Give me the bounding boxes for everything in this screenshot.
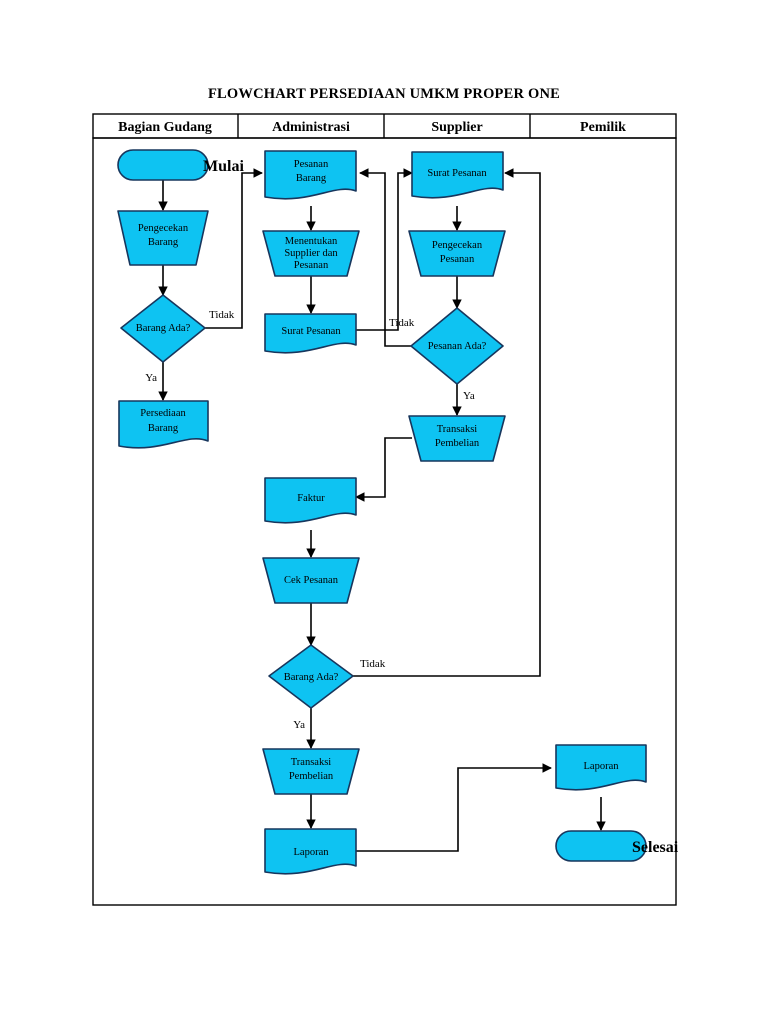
node-label-laporan-pemilik: Laporan [584, 761, 620, 772]
node-transaksi-pembelian-admin[interactable]: Transaksi Pembelian [262, 748, 360, 795]
node-label-laporan-admin: Laporan [294, 847, 330, 858]
node-pesanan-ada[interactable]: Pesanan Ada? [410, 307, 504, 385]
node-label-surat-pesanan-admin: Surat Pesanan [281, 326, 341, 337]
node-transaksi-pembelian-supplier[interactable]: Transaksi Pembelian [408, 415, 506, 462]
edge-label-pesanan-ada-ya: Ya [463, 390, 475, 402]
node-barang-ada-1[interactable]: Barang Ada? [120, 294, 206, 363]
lane-header-bagian-gudang: Bagian Gudang [118, 120, 212, 135]
node-barang-ada-2[interactable]: Barang Ada? [268, 644, 354, 709]
node-label-pengecekan-pesanan-line2: Pesanan [440, 254, 475, 265]
node-surat-pesanan-supplier[interactable]: Surat Pesanan [411, 151, 504, 199]
node-label-faktur: Faktur [297, 493, 325, 504]
node-menentukan-supplier[interactable]: Menentukan Supplier dan Pesanan [262, 230, 360, 277]
node-label-pengecekan-pesanan-line1: Pengecekan [432, 240, 483, 251]
node-surat-pesanan-admin[interactable]: Surat Pesanan [264, 313, 357, 354]
node-label-barang-ada-1: Barang Ada? [136, 323, 191, 334]
node-label-pengecekan-barang-line2: Barang [148, 237, 179, 248]
document-shape-laporan-admin[interactable] [264, 828, 357, 875]
node-cek-pesanan[interactable]: Cek Pesanan [262, 557, 360, 604]
edge-label-barang-ada-2-ya: Ya [293, 719, 305, 731]
decision-shape-barang-ada-1[interactable] [120, 294, 206, 363]
edge-label-pesanan-ada-tidak: Tidak [389, 317, 415, 329]
node-label-barang-ada-2: Barang Ada? [284, 672, 339, 683]
lane-header-supplier: Supplier [431, 120, 482, 135]
trapezoid-shape-pengecekan-barang[interactable] [117, 210, 209, 266]
decision-shape-barang-ada-2[interactable] [268, 644, 354, 709]
node-label-surat-pesanan-supplier: Surat Pesanan [427, 168, 487, 179]
node-persediaan-barang[interactable]: Persediaan Barang [118, 400, 209, 449]
lane-header-pemilik: Pemilik [580, 120, 626, 135]
node-faktur[interactable]: Faktur [264, 477, 357, 524]
edge-labels: Tidak Ya Tidak Ya Tidak Ya [145, 309, 475, 731]
node-label-pesanan-ada: Pesanan Ada? [428, 341, 487, 352]
document-shape-surat-pesanan-admin[interactable] [264, 313, 357, 354]
node-label-transaksi-admin-line1: Transaksi [291, 757, 332, 768]
node-label-persediaan-barang-line2: Barang [148, 423, 179, 434]
connector-laporan-admin-to-laporan-pemilik [356, 763, 552, 852]
connector-barang-ada-2-tidak-to-surat-pesanan-supplier [353, 168, 541, 677]
node-mulai[interactable]: Mulai [117, 149, 244, 181]
edge-label-barang-ada-2-tidak: Tidak [360, 658, 386, 670]
terminator-shape-mulai[interactable] [117, 149, 209, 181]
document-shape-surat-pesanan-supplier[interactable] [411, 151, 504, 199]
decision-shape-pesanan-ada[interactable] [410, 307, 504, 385]
node-label-pengecekan-barang-line1: Pengecekan [138, 223, 189, 234]
node-label-menentukan-line1: Menentukan [285, 236, 338, 247]
node-label-transaksi-admin-line2: Pembelian [289, 771, 334, 782]
connector-barang-ada-1-tidak-to-pesanan-barang [205, 168, 263, 329]
document-shape-pesanan-barang[interactable] [264, 150, 357, 200]
connector-transaksi-supplier-to-faktur [355, 437, 412, 502]
node-label-transaksi-supplier-line1: Transaksi [437, 424, 478, 435]
document-shape-faktur[interactable] [264, 477, 357, 524]
trapezoid-shape-pengecekan-pesanan[interactable] [408, 230, 506, 277]
node-label-mulai: Mulai [203, 158, 244, 175]
connectors [158, 168, 606, 852]
node-laporan-admin[interactable]: Laporan [264, 828, 357, 875]
node-label-pesanan-barang-line2: Barang [296, 173, 327, 184]
document-shape-laporan-pemilik[interactable] [555, 744, 647, 791]
trapezoid-shape-cek-pesanan[interactable] [262, 557, 360, 604]
node-label-pesanan-barang-line1: Pesanan [294, 159, 329, 170]
node-laporan-pemilik[interactable]: Laporan [555, 744, 647, 791]
node-label-menentukan-line2: Supplier dan [284, 248, 338, 259]
lane-header-administrasi: Administrasi [272, 120, 350, 135]
document-shape-persediaan-barang[interactable] [118, 400, 209, 449]
node-label-menentukan-line3: Pesanan [294, 260, 329, 271]
trapezoid-shape-menentukan-supplier[interactable] [262, 230, 360, 277]
edge-label-barang-ada-1-ya: Ya [145, 372, 157, 384]
lane-headers: Bagian Gudang Administrasi Supplier Pemi… [118, 120, 626, 135]
edge-label-barang-ada-1-tidak: Tidak [209, 309, 235, 321]
node-pesanan-barang[interactable]: Pesanan Barang [264, 150, 357, 200]
connector-surat-pesanan-admin-to-supplier [353, 168, 413, 331]
node-label-cek-pesanan: Cek Pesanan [284, 575, 339, 586]
node-pengecekan-barang[interactable]: Pengecekan Barang [117, 210, 209, 266]
swimlane-frame [92, 113, 677, 906]
node-label-transaksi-supplier-line2: Pembelian [435, 438, 480, 449]
terminator-shape-selesai[interactable] [555, 830, 647, 862]
trapezoid-shape-transaksi-pembelian-admin[interactable] [262, 748, 360, 795]
node-pengecekan-pesanan[interactable]: Pengecekan Pesanan [408, 230, 506, 277]
page-title: FLOWCHART PERSEDIAAN UMKM PROPER ONE [207, 86, 560, 102]
trapezoid-shape-transaksi-pembelian-supplier[interactable] [408, 415, 506, 462]
node-selesai[interactable]: Selesai [555, 830, 679, 862]
node-label-selesai: Selesai [632, 839, 679, 856]
connector-pesanan-ada-tidak-to-pesanan-barang [359, 168, 411, 347]
node-label-persediaan-barang-line1: Persediaan [140, 408, 186, 419]
